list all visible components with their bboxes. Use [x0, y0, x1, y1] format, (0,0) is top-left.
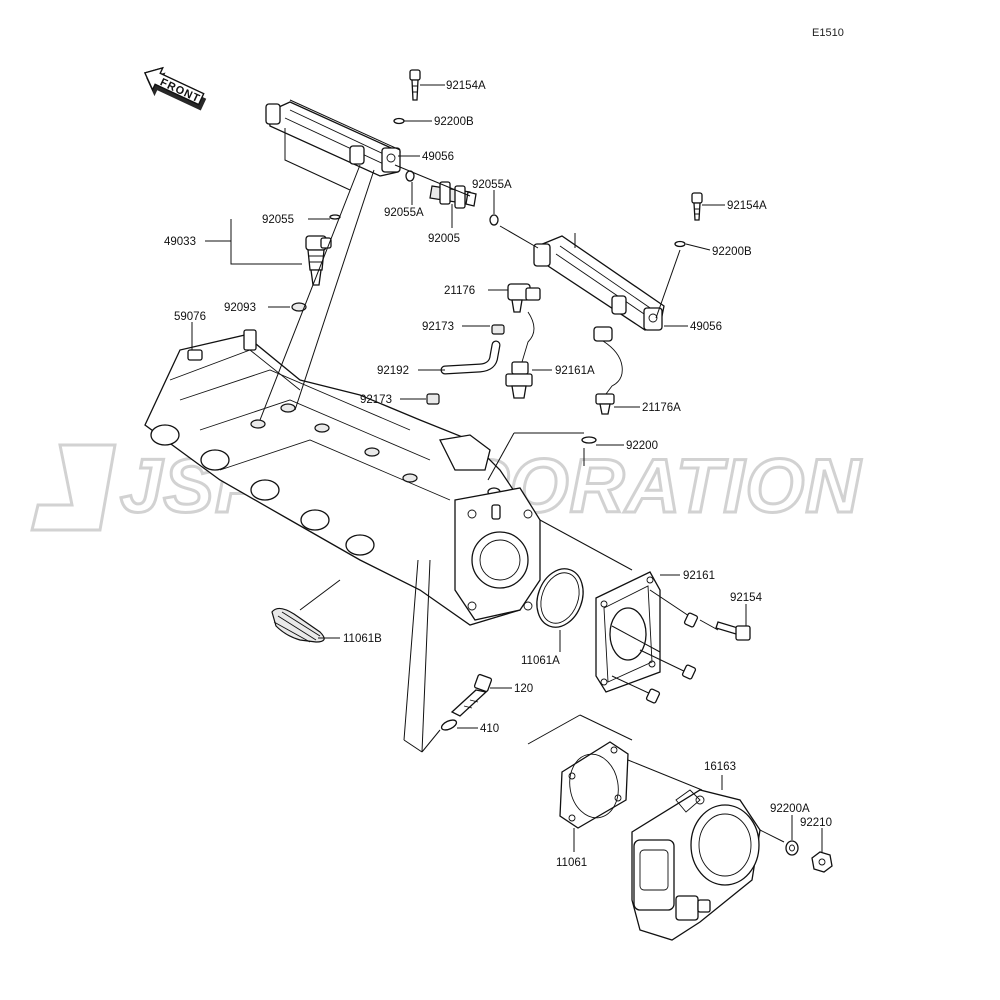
label-21176: 21176	[444, 285, 475, 297]
label-49056-right: 49056	[690, 321, 722, 333]
washer-92200B-top	[393, 117, 405, 125]
label-92200A: 92200A	[770, 803, 810, 815]
label-59076: 59076	[174, 311, 206, 323]
bolt-92154	[715, 621, 751, 641]
seal-92173-top	[491, 324, 505, 335]
label-49033: 49033	[164, 236, 196, 248]
label-92173-top: 92173	[422, 321, 454, 333]
label-92154A-right: 92154A	[727, 200, 767, 212]
front-arrow-icon: FRONT	[144, 66, 207, 111]
sensor-92161A	[505, 311, 535, 399]
label-92005: 92005	[428, 233, 460, 245]
label-92200B-right: 92200B	[712, 246, 752, 258]
label-11061B: 11061B	[343, 633, 382, 645]
washer-92200A	[785, 840, 799, 856]
label-92173-bottom: 92173	[360, 394, 392, 406]
sensor-21176A	[593, 326, 623, 415]
nut-92210	[811, 851, 833, 873]
o-ring-92055A-right	[489, 214, 499, 226]
label-92200B-top: 92200B	[434, 116, 474, 128]
throttle-body-16163	[631, 789, 761, 941]
bolt-92154A-top	[409, 69, 421, 101]
label-92154A-top: 92154A	[446, 80, 486, 92]
o-ring-92055	[329, 214, 341, 220]
intake-manifold-59076	[144, 329, 541, 626]
o-ring-11061A	[536, 568, 584, 628]
adapter-92161	[595, 571, 699, 704]
bolt-92154A-right	[691, 192, 703, 221]
label-49056-top: 49056	[422, 151, 454, 163]
seal-92093	[291, 302, 307, 312]
label-92161: 92161	[683, 570, 715, 582]
label-16163: 16163	[704, 761, 736, 773]
bolt-120	[450, 673, 493, 717]
seal-92173-bottom	[426, 393, 440, 405]
label-11061: 11061	[556, 857, 587, 869]
label-92055A-right: 92055A	[472, 179, 512, 191]
label-92154: 92154	[730, 592, 763, 604]
label-410: 410	[480, 723, 499, 735]
washer-410	[440, 719, 458, 731]
joint-pipe-92005	[429, 181, 477, 209]
label-92161A: 92161A	[555, 365, 595, 377]
diagram-code: E1510	[812, 27, 844, 39]
washer-92200	[581, 436, 597, 444]
label-92192: 92192	[377, 365, 409, 377]
gasket-11061B	[271, 607, 325, 643]
label-92210: 92210	[800, 817, 832, 829]
fuel-rail-upper	[265, 99, 401, 177]
washer-92200B-right	[674, 240, 686, 248]
label-11061A: 11061A	[521, 655, 560, 667]
label-92200: 92200	[626, 440, 658, 452]
label-92093: 92093	[224, 302, 256, 314]
fuel-rail-right	[533, 235, 665, 331]
label-92055A-left: 92055A	[384, 207, 424, 219]
part-labels: 92154A 92200B 49056 92055A 92055A 92005 …	[164, 80, 832, 869]
label-92055: 92055	[262, 214, 294, 226]
leader-lines	[191, 84, 823, 852]
gasket-11061	[559, 741, 629, 829]
label-120: 120	[514, 683, 533, 695]
label-21176A: 21176A	[642, 402, 681, 414]
sensor-21176	[507, 283, 541, 313]
fuel-injector-49033	[305, 235, 332, 286]
